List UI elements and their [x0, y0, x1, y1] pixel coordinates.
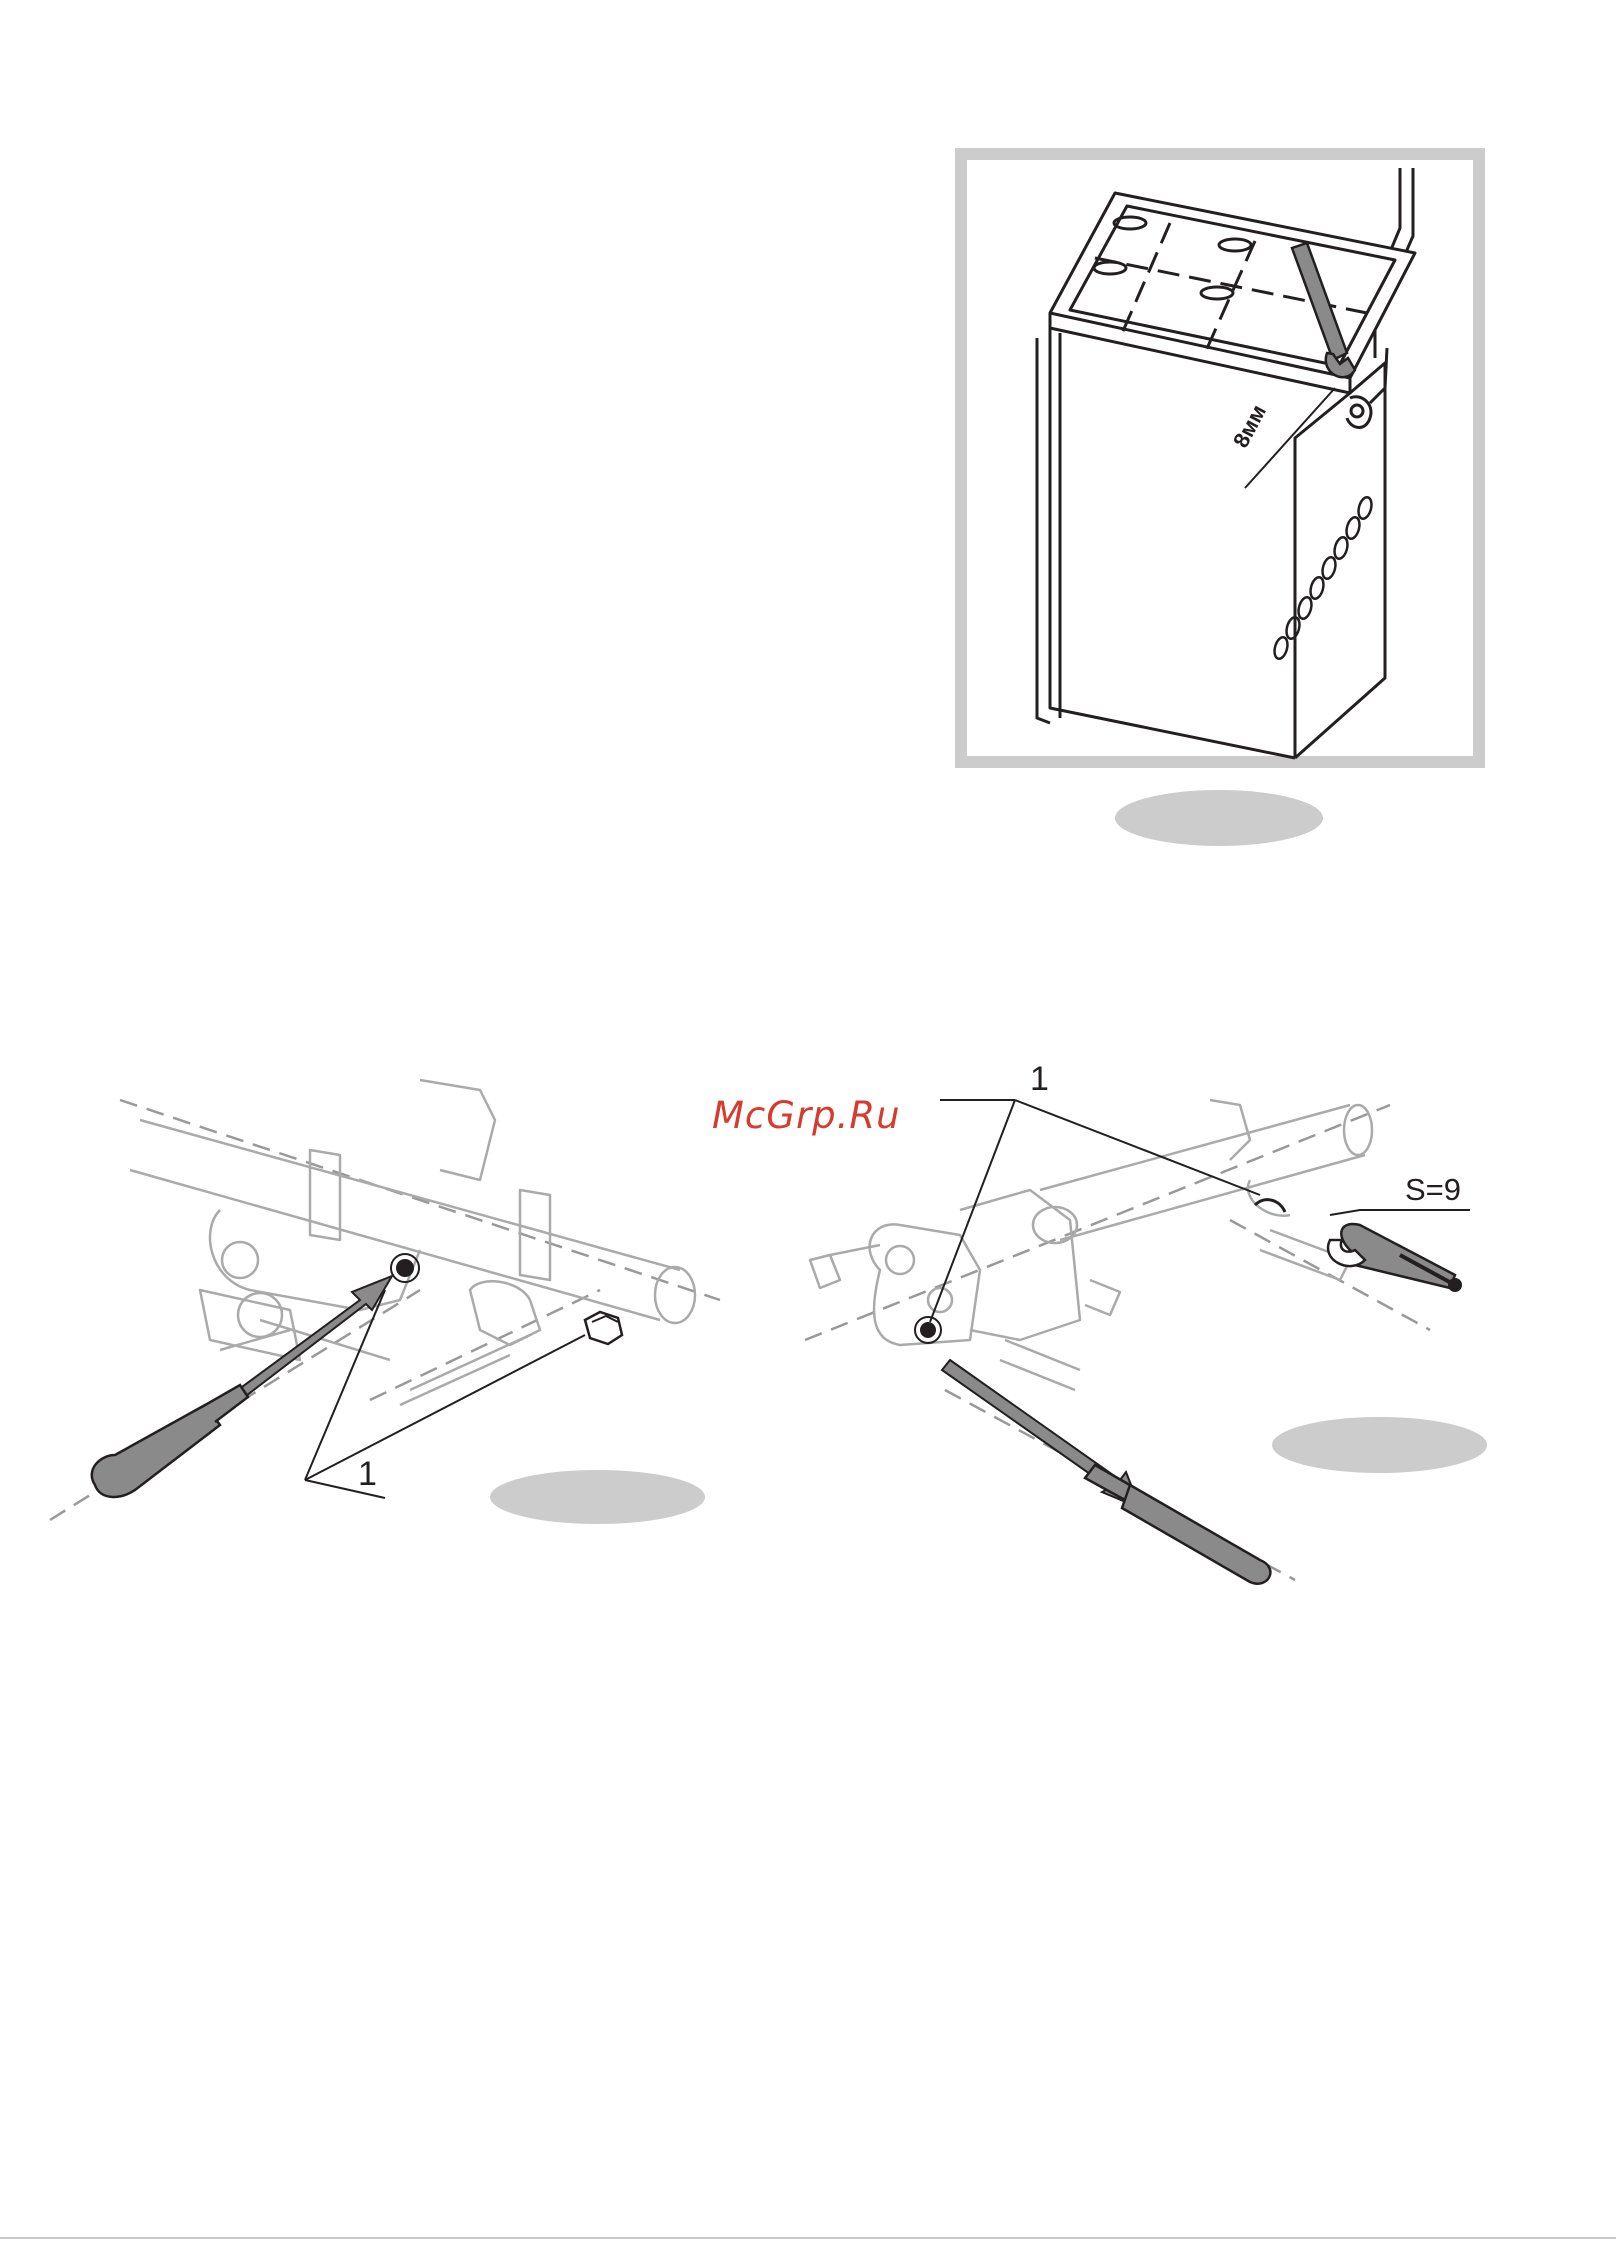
hex-nut: [585, 1312, 622, 1344]
page-bottom-rule: [0, 2237, 1616, 2239]
figure-label-ellipse-left: [490, 1470, 705, 1524]
screwdriver-icon: [1085, 1465, 1270, 1584]
callout-label-right: 1: [1030, 1060, 1049, 1099]
gas-valve-illustration-right: [790, 1060, 1510, 1600]
screwdriver-icon: [92, 1385, 248, 1497]
stove-illustration: [955, 148, 1485, 768]
gas-valve-illustration-left: [40, 1060, 720, 1540]
figure-label-ellipse-top: [1115, 790, 1323, 846]
wrench-icon: [1328, 1224, 1462, 1292]
callout-label-left: 1: [358, 1455, 377, 1494]
wrench-size-label: S=9: [1405, 1172, 1461, 1208]
figure-label-ellipse-right: [1272, 1417, 1487, 1473]
